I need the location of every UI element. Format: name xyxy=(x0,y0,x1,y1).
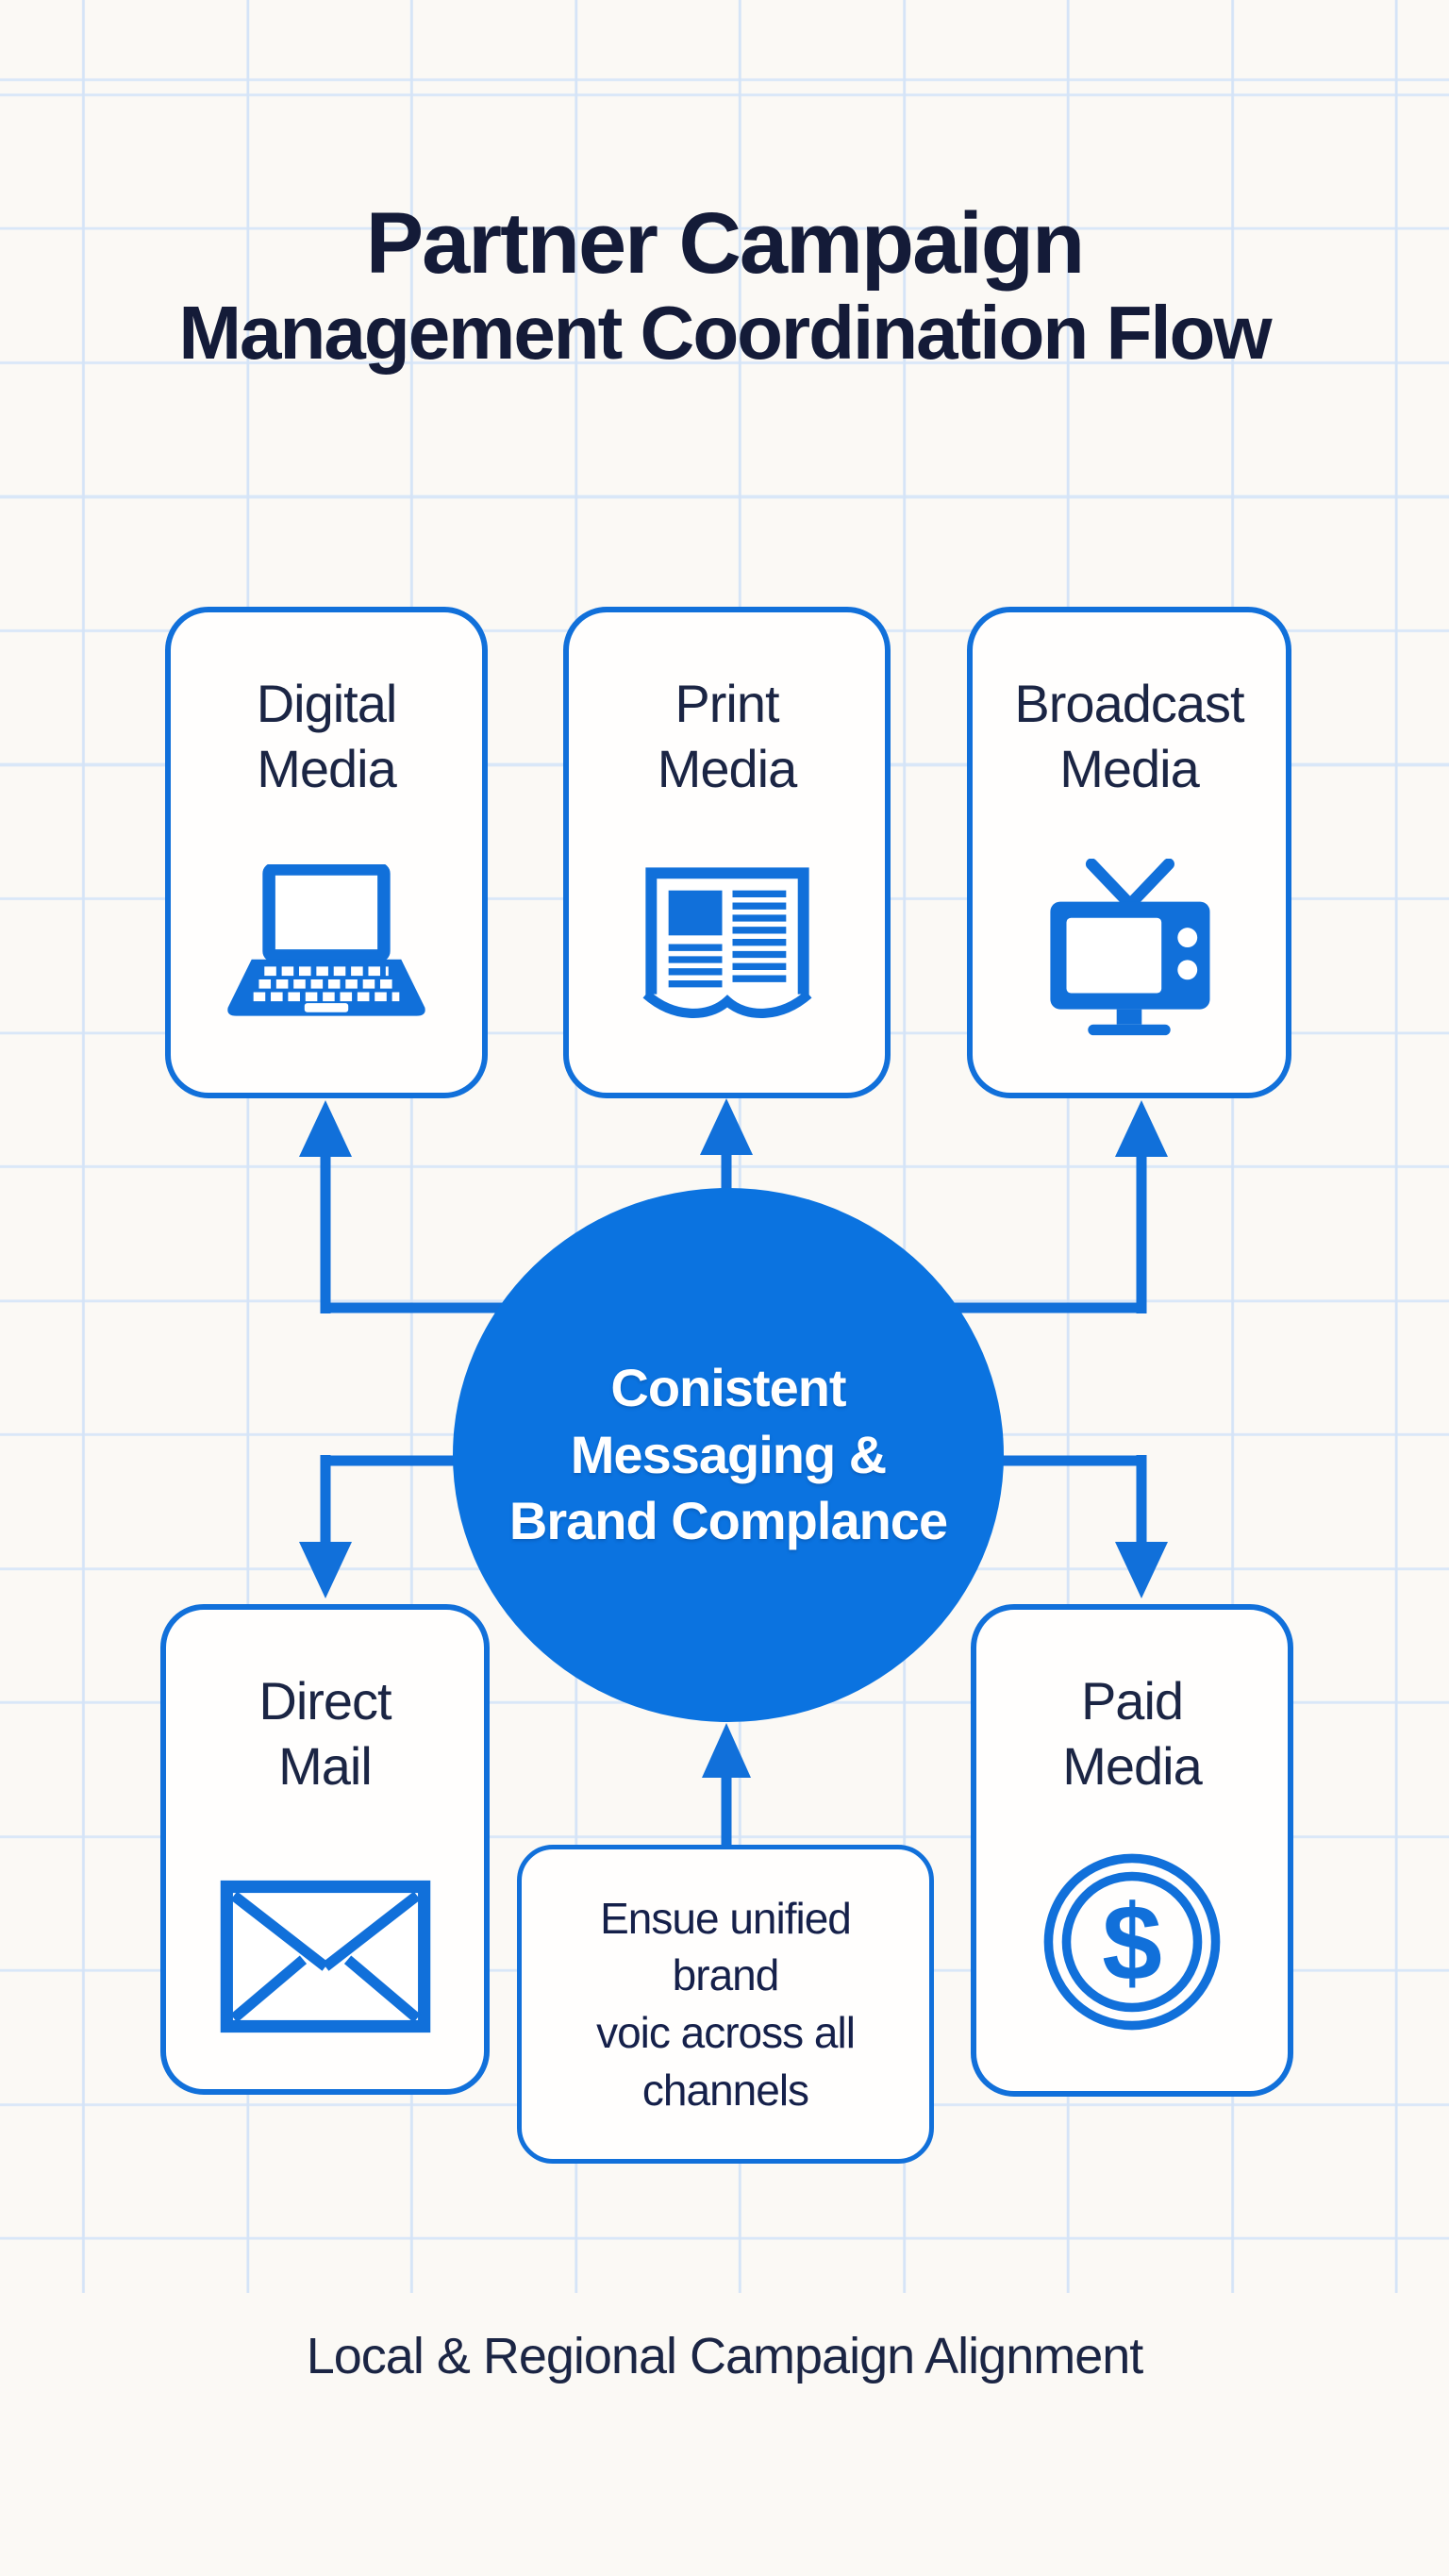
node-print-media: Print Media xyxy=(563,607,891,1098)
dollar-symbol: $ xyxy=(1102,1883,1162,2003)
node-direct-mail: Direct Mail xyxy=(160,1604,490,2095)
page-title-line1: Partner Campaign xyxy=(365,195,1085,292)
arrowhead-digital xyxy=(299,1100,352,1157)
node-central-message: Conistent Messaging & Brand Complance xyxy=(453,1188,1004,1722)
note-text: Ensue unified brand voic across all chan… xyxy=(596,1893,856,2115)
footer-caption: Local & Regional Campaign Alignment xyxy=(306,2328,1144,2384)
page-title: Partner Campaign Management Coordination… xyxy=(0,195,1449,376)
note-unified-brand-voice: Ensue unified brand voic across all chan… xyxy=(517,1845,934,2164)
central-message-label: Conistent Messaging & Brand Complance xyxy=(508,1358,948,1551)
open-book-icon xyxy=(624,861,831,1038)
node-paid-media: Paid Media $ xyxy=(971,1604,1293,2097)
tv-icon xyxy=(1022,858,1237,1038)
page-title-line2: Management Coordination Flow xyxy=(178,291,1272,376)
node-label: Direct Mail xyxy=(258,1671,391,1797)
arrowhead-paid xyxy=(1115,1542,1168,1598)
arrowhead-note xyxy=(702,1723,751,1778)
arrowhead-direct-mail xyxy=(299,1542,352,1598)
laptop-icon xyxy=(217,862,436,1038)
node-label: Digital Media xyxy=(256,674,398,799)
node-label: Print Media xyxy=(657,674,798,799)
envelope-icon xyxy=(213,1879,438,2034)
node-digital-media: Digital Media xyxy=(165,607,488,1098)
node-label: Broadcast Media xyxy=(1014,674,1244,799)
node-label: Paid Media xyxy=(1062,1671,1203,1797)
node-broadcast-media: Broadcast Media xyxy=(967,607,1291,1098)
arrowhead-broadcast xyxy=(1115,1100,1168,1157)
arrowhead-print xyxy=(700,1098,753,1155)
dollar-coin-icon: $ xyxy=(1038,1848,1226,2036)
